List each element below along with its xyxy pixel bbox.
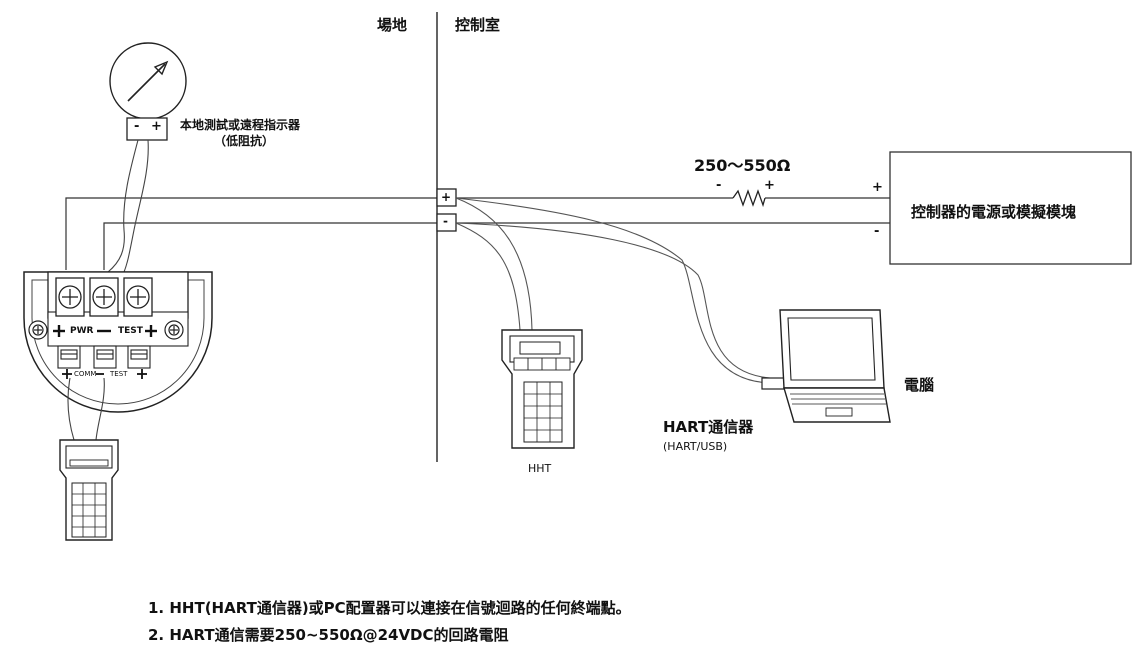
indicator-terminal-minus: - xyxy=(134,119,140,134)
indicator-sublabel: （低阻抗） xyxy=(214,134,275,148)
controller-plus: + xyxy=(872,180,883,195)
left-hht-device xyxy=(59,439,119,541)
laptop-computer xyxy=(761,309,891,423)
indicator-terminal-plus: + xyxy=(151,119,162,134)
note-1: 1. HHT(HART通信器)或PC配置器可以連接在信號迴路的任何終端點。 xyxy=(148,599,631,617)
hht-label: HHT xyxy=(528,462,552,475)
indicator-cable xyxy=(107,139,149,273)
resistor-value: 250～550Ω xyxy=(694,156,791,175)
controller-minus: - xyxy=(874,224,880,239)
test-label: TEST xyxy=(118,326,143,336)
loop-wires xyxy=(65,197,890,270)
junction-minus-label: - xyxy=(443,214,448,228)
computer-label: 電腦 xyxy=(904,376,935,394)
junction-plus-label: + xyxy=(441,190,452,204)
zone-field-label: 場地 xyxy=(377,16,408,34)
test2-label: TEST xyxy=(110,370,128,378)
resistor-symbol xyxy=(732,189,766,208)
modem-label: HART通信器 xyxy=(663,418,754,436)
resistor-plus: + xyxy=(764,178,775,193)
comm-label: COMM xyxy=(74,370,97,378)
note-2: 2. HART通信需要250~550Ω@24VDC的回路電阻 xyxy=(148,626,509,644)
controller-box xyxy=(889,151,1132,265)
transmitter-hht-cable xyxy=(67,377,105,441)
modem-sublabel: (HART/USB) xyxy=(663,440,728,453)
junction-terminals xyxy=(436,188,457,232)
transmitter-terminal-block xyxy=(23,271,213,413)
right-cables xyxy=(455,197,771,384)
indicator-label: 本地測試或遠程指示器 xyxy=(180,118,301,132)
controller-label: 控制器的電源或模擬模塊 xyxy=(911,203,1077,221)
indicator-gauge xyxy=(109,42,187,141)
zone-control-room-label: 控制室 xyxy=(455,16,501,34)
resistor-minus: - xyxy=(716,178,722,193)
pwr-label: PWR xyxy=(70,326,94,336)
middle-hht-device xyxy=(501,329,583,449)
